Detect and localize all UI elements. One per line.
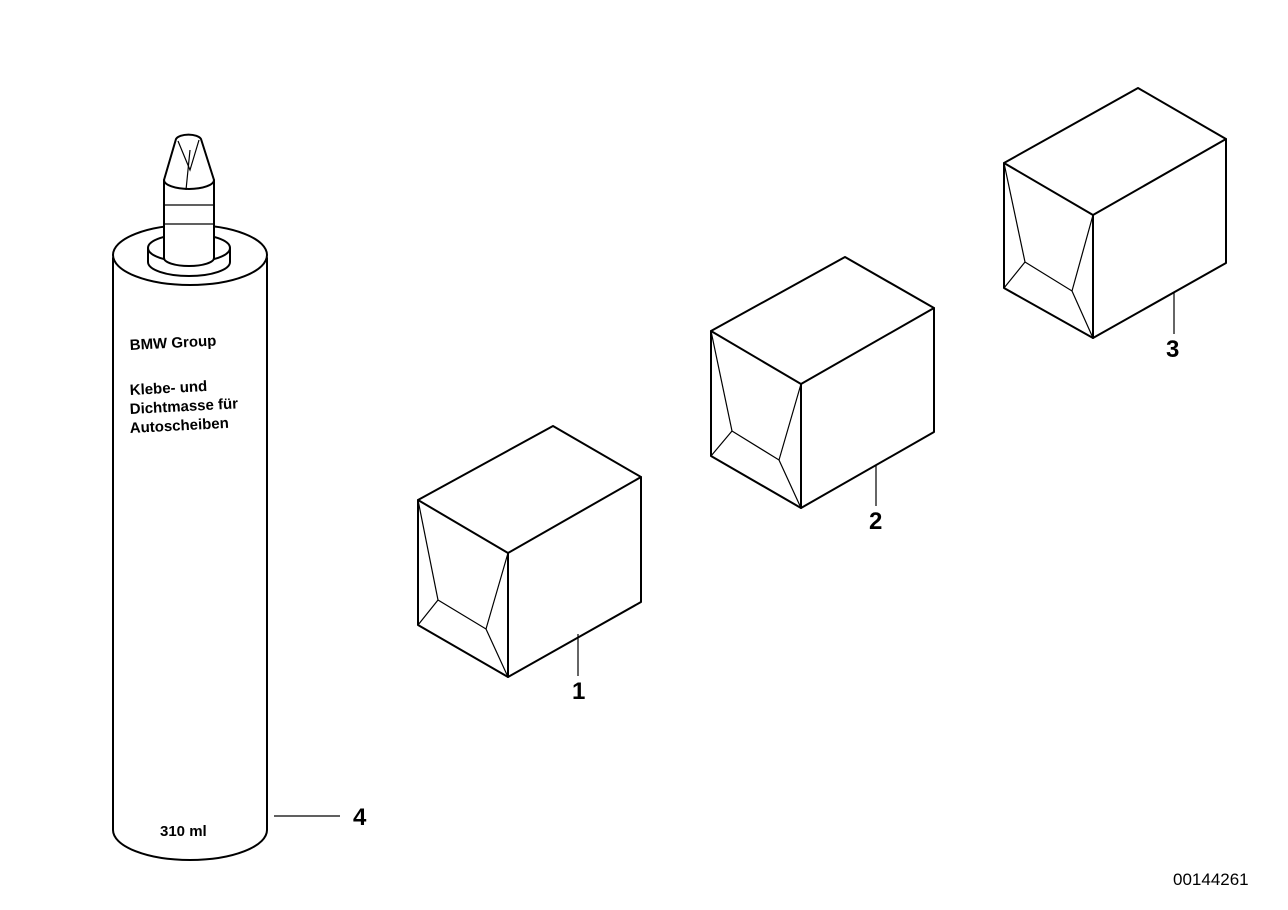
package-box-2 [710, 256, 935, 509]
adhesive-cartridge [112, 133, 268, 861]
package-box-1 [417, 425, 642, 678]
document-id: 00144261 [1173, 870, 1249, 889]
callout-2-label: 2 [869, 508, 882, 535]
tube-product-line-1: Klebe- und [129, 378, 207, 399]
callout-4-label: 4 [353, 804, 367, 831]
tube-product-line-3: Autoscheiben [129, 415, 229, 437]
tube-product-line-2: Dichtmasse für [129, 395, 238, 418]
callout-1-label: 1 [572, 678, 585, 705]
tube-brand-label: BMW Group [129, 332, 216, 354]
callout-3-label: 3 [1166, 336, 1179, 363]
tube-volume-label: 310 ml [160, 823, 207, 840]
package-box-3 [1003, 87, 1227, 339]
